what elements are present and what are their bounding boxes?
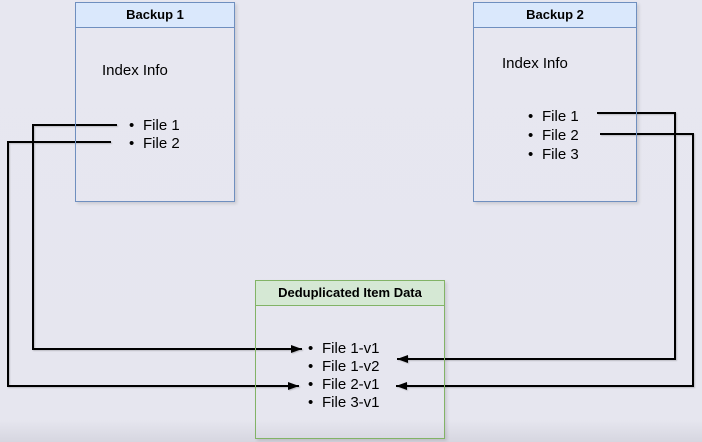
- backup1-file-list: File 1 File 2: [129, 117, 180, 153]
- backup2-file-item: File 3: [528, 145, 579, 164]
- deduplicated-item-data-title: Deduplicated Item Data: [256, 281, 444, 306]
- backup1-title: Backup 1: [76, 3, 234, 28]
- backup1-file-item: File 2: [129, 135, 180, 153]
- backup1-box: Backup 1 Index Info File 1 File 2: [75, 2, 235, 202]
- backup2-file-item: File 2: [528, 126, 579, 145]
- dedup-file-list: File 1-v1 File 1-v2 File 2-v1 File 3-v1: [308, 340, 380, 412]
- backup2-title: Backup 2: [474, 3, 636, 28]
- backup1-index-info-label: Index Info: [102, 62, 168, 79]
- dedup-file-item: File 1-v2: [308, 358, 380, 376]
- dedup-file-item: File 1-v1: [308, 340, 380, 358]
- dedup-file-item: File 2-v1: [308, 376, 380, 394]
- backup2-file-list: File 1 File 2 File 3: [528, 107, 579, 164]
- backup1-file-item: File 1: [129, 117, 180, 135]
- backup2-index-info-label: Index Info: [502, 55, 568, 72]
- deduplicated-item-data-box: Deduplicated Item Data File 1-v1 File 1-…: [255, 280, 445, 439]
- backup2-box: Backup 2 Index Info File 1 File 2 File 3: [473, 2, 637, 202]
- dedup-file-item: File 3-v1: [308, 394, 380, 412]
- backup2-file-item: File 1: [528, 107, 579, 126]
